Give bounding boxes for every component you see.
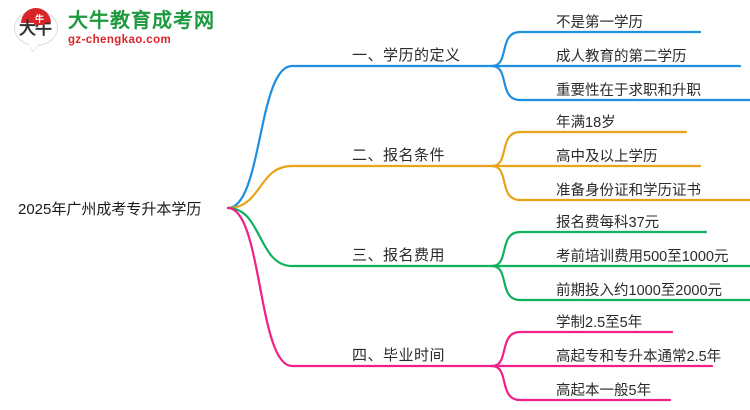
logo-badge-text: 牛 — [35, 14, 45, 24]
leaf-label-2-1[interactable]: 年满18岁 — [556, 115, 616, 131]
branch-label-2[interactable]: 二、报名条件 — [352, 147, 446, 164]
branch-label-3[interactable]: 三、报名费用 — [352, 247, 446, 264]
logo-badge: 牛 — [34, 14, 45, 25]
branch-connector-2 — [226, 164, 494, 210]
leaf-label-2-2[interactable]: 高中及以上学历 — [556, 149, 658, 165]
mindmap-root-node[interactable]: 2025年广州成考专升本学历 — [18, 201, 202, 218]
leaf-label-3-1[interactable]: 报名费每科37元 — [556, 215, 660, 231]
leaf-label-1-2[interactable]: 成人教育的第二学历 — [556, 49, 687, 65]
leaf-label-4-2[interactable]: 高起专和专升本通常2.5年 — [556, 349, 722, 365]
leaf-label-3-2[interactable]: 考前培训费用500至1000元 — [556, 249, 729, 265]
site-logo: 牛 大牛 大牛教育成考网 gz-chengkao.com — [14, 8, 215, 50]
logo-title: 大牛教育成考网 — [68, 10, 215, 33]
logo-text-block: 大牛教育成考网 gz-chengkao.com — [68, 11, 215, 47]
logo-mark-icon: 牛 大牛 — [14, 8, 60, 50]
leaf-label-3-3[interactable]: 前期投入约1000至2000元 — [556, 283, 723, 299]
branch-label-4[interactable]: 四、毕业时间 — [352, 347, 446, 364]
leaf-label-1-3[interactable]: 重要性在于求职和升职 — [556, 83, 701, 99]
branch-connector-1 — [226, 64, 494, 210]
leaf-label-4-3[interactable]: 高起本一般5年 — [556, 383, 652, 399]
branch-connector-4 — [226, 206, 494, 368]
leaf-label-4-1[interactable]: 学制2.5至5年 — [556, 315, 643, 331]
leaf-label-2-3[interactable]: 准备身份证和学历证书 — [556, 183, 701, 199]
leaf-label-1-1[interactable]: 不是第一学历 — [556, 15, 643, 31]
branch-label-1[interactable]: 一、学历的定义 — [352, 47, 461, 64]
logo-subtitle: gz-chengkao.com — [68, 34, 172, 47]
